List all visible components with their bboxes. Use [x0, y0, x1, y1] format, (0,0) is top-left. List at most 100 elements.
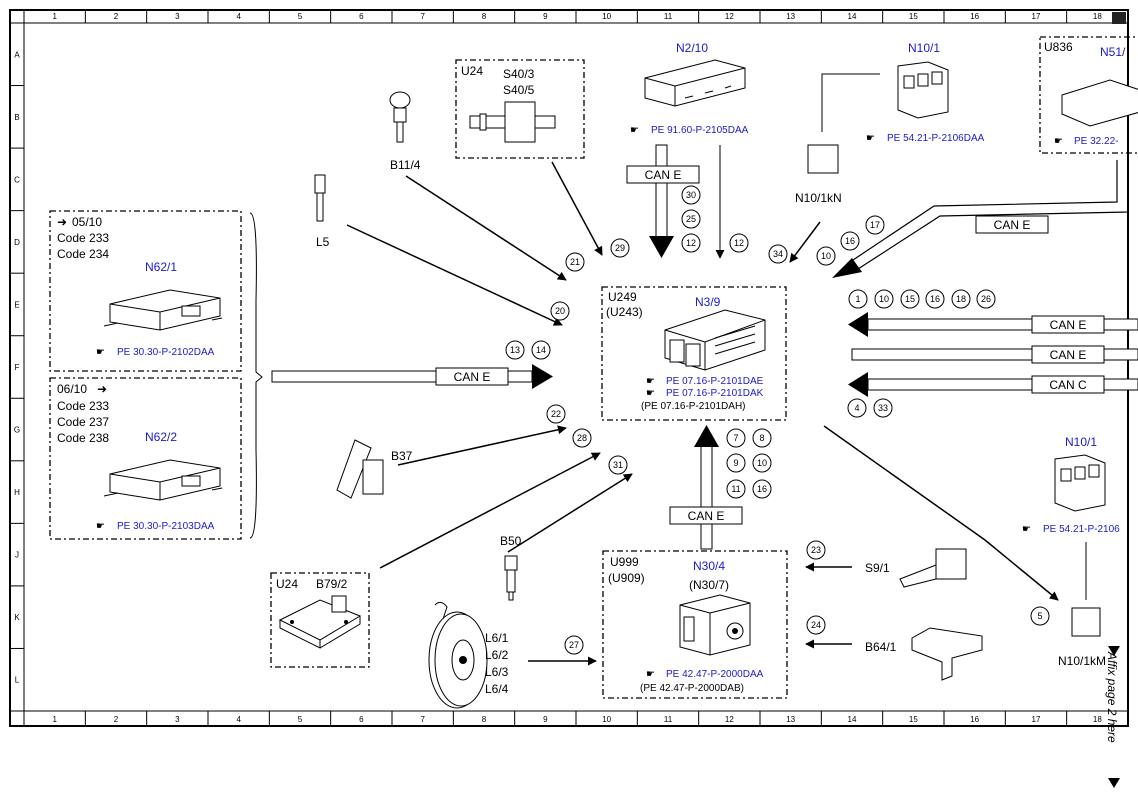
l5: L5: [314, 174, 330, 249]
grid-col-16: 16: [970, 715, 979, 724]
wire-number-c4: 4: [847, 398, 867, 418]
corner-marker: [1112, 12, 1126, 24]
svg-text:34: 34: [773, 249, 783, 259]
grid-col-4: 4: [236, 715, 241, 724]
n62-2-code-2: Code 237: [57, 415, 109, 429]
grid-col-10: 10: [602, 715, 611, 724]
n10-1-right-name: N10/1: [1065, 435, 1097, 449]
n62-1-name: N62/1: [145, 260, 177, 274]
wire-number-r15: 15: [900, 289, 920, 309]
grid-col-8: 8: [482, 12, 487, 21]
grid-col-10: 10: [602, 12, 611, 21]
relay-top: N10/1kN: [795, 73, 880, 205]
n62-2-code-0: 06/10: [57, 382, 87, 396]
b37-label: B37: [391, 449, 413, 463]
svg-text:21: 21: [570, 257, 580, 267]
wire-number-c10b: 10: [752, 453, 772, 473]
n62-1-box: ➜ 05/10 Code 233 Code 234 N62/1 ☛ PE 30.…: [49, 210, 242, 372]
wire-number-r16: 16: [925, 289, 945, 309]
u24-bottom-name: B79/2: [316, 577, 348, 591]
wire-number-c23: 23: [806, 540, 826, 560]
svg-text:18: 18: [956, 294, 966, 304]
svg-text:29: 29: [615, 243, 625, 253]
svg-text:31: 31: [613, 460, 623, 470]
svg-text:11: 11: [731, 484, 740, 494]
ecu-module-icon: [664, 309, 766, 371]
wire-number-r26: 26: [976, 289, 996, 309]
n10-1-top-ref: PE 54.21-P-2106DAA: [887, 133, 985, 144]
n62-2-arrow-icon: ➜: [97, 382, 107, 396]
grid-row-H: H: [14, 488, 20, 497]
u24-bottom-code: U24: [276, 577, 298, 591]
wire-number-c13: 13: [505, 340, 525, 360]
svg-text:10: 10: [757, 458, 767, 468]
svg-text:13: 13: [510, 345, 520, 355]
grid-row-A: A: [14, 50, 20, 59]
b64-1-label: B64/1: [865, 640, 897, 654]
grid-col-17: 17: [1032, 12, 1041, 21]
signal-arrows: [346, 161, 1059, 666]
grid-row-B: B: [14, 113, 19, 122]
grid-col-16: 16: [970, 12, 979, 21]
n3-9-box: U249 (U243) N3/9 ☛ PE 07.16-P-2101DAE ☛ …: [601, 286, 787, 421]
n51-box: U836 N51/ ☛ PE 32.22-: [1039, 36, 1138, 154]
grid-col-13: 13: [786, 12, 795, 21]
wire-number-c22: 22: [546, 404, 566, 424]
b11-4: B11/4: [389, 91, 421, 172]
svg-text:1: 1: [855, 294, 860, 304]
grid-col-14: 14: [848, 12, 857, 21]
b50: B50: [500, 534, 522, 601]
b37: B37: [336, 439, 413, 499]
grid-col-7: 7: [420, 715, 425, 724]
wire-number-c16a: 16: [840, 231, 860, 251]
grid-col-5: 5: [298, 715, 303, 724]
svg-text:15: 15: [905, 294, 915, 304]
grid-row-D: D: [14, 238, 20, 247]
n62-1-module-icon: [103, 289, 223, 331]
grid-labels: 1122334455667788991010111112121313141415…: [10, 10, 1102, 726]
l6-label-3: L6/4: [485, 682, 509, 696]
svg-text:17: 17: [870, 220, 880, 230]
wire-number-c31: 31: [608, 455, 628, 475]
grid-col-15: 15: [909, 715, 918, 724]
svg-text:23: 23: [811, 545, 821, 555]
arrow-down-icon: [1108, 778, 1120, 788]
grid-col-18: 18: [1093, 12, 1102, 21]
grid-col-3: 3: [175, 715, 180, 724]
b50-label: B50: [500, 534, 522, 548]
l6-label-2: L6/3: [485, 665, 509, 679]
grid-col-4: 4: [236, 12, 241, 21]
book-icon: ☛: [866, 133, 875, 144]
book-icon: ☛: [1054, 136, 1063, 147]
crash-sensor-icon: [278, 595, 362, 649]
n2-10: N2/10 ☛ PE 91.60-P-2105DAA: [630, 41, 749, 259]
wire-number-c29: 29: [610, 238, 630, 258]
brake-switch-icon: [899, 548, 967, 588]
svg-text:7: 7: [733, 433, 738, 443]
svg-text:12: 12: [686, 238, 696, 248]
n51-name: N51/: [1100, 45, 1126, 59]
fuse-box-right-icon: [1054, 454, 1106, 512]
wire-number-c24: 24: [806, 615, 826, 635]
n10-1-right-ref: PE 54.21-P-2106: [1043, 524, 1120, 535]
wire-number-r18: 18: [951, 289, 971, 309]
n30-4-ref-paren: (PE 42.47-P-2000DAB): [640, 683, 744, 694]
grid-row-C: C: [14, 175, 20, 184]
grid-col-6: 6: [359, 715, 364, 724]
svg-text:5: 5: [1037, 611, 1042, 621]
grid-col-2: 2: [114, 12, 119, 21]
n30-4-ref: PE 42.47-P-2000DAA: [666, 669, 764, 680]
wire-number-c12b: 12: [729, 233, 749, 253]
wire-number-c16b: 16: [752, 479, 772, 499]
vacuum-sensor-icon: [911, 627, 983, 681]
n3-9-code-0: U249: [608, 290, 637, 304]
grid-row-G: G: [14, 426, 20, 435]
svg-text:30: 30: [686, 190, 696, 200]
pedal-sensor-icon: [336, 439, 384, 499]
wire-number-c7: 7: [726, 428, 746, 448]
book-icon: ☛: [96, 521, 105, 532]
svg-text:25: 25: [686, 214, 696, 224]
n2-10-module-icon: [644, 59, 746, 107]
book-icon: ☛: [646, 388, 655, 399]
